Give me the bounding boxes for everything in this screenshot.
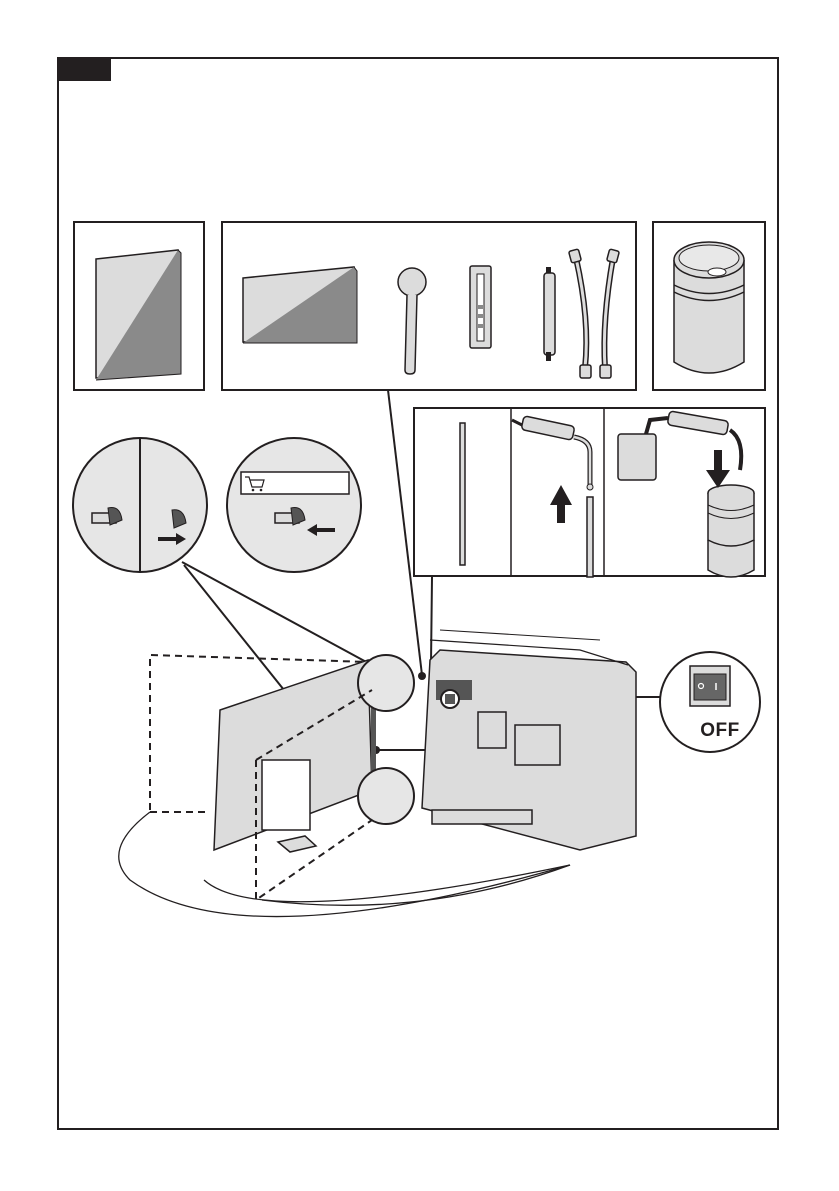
quick-guide-booklet-icon <box>243 267 357 343</box>
insert-filter-icon <box>618 411 754 577</box>
water-filter-cartridge-icon <box>674 242 744 373</box>
attach-adapter-icon <box>512 416 593 577</box>
instruction-booklet-icon <box>96 250 181 380</box>
lower-hinge-callout <box>358 768 414 824</box>
upper-hinge-callout <box>358 655 414 711</box>
power-off-label: OFF <box>690 720 750 742</box>
hose-icon <box>569 249 591 378</box>
hinge-remove-callout <box>73 438 207 572</box>
water-hardness-test-strip-icon <box>470 266 491 348</box>
hinge-attach-callout <box>227 438 361 572</box>
arrow-down-icon <box>706 450 730 488</box>
intake-tube-icon <box>460 423 465 565</box>
water-filter-adapter-icon <box>544 267 555 361</box>
part-number-label <box>241 472 349 494</box>
arrow-up-icon <box>550 485 572 523</box>
hose-icon <box>600 249 619 378</box>
measuring-spoon-icon <box>398 268 426 374</box>
coffee-machine-illustration <box>214 630 636 852</box>
